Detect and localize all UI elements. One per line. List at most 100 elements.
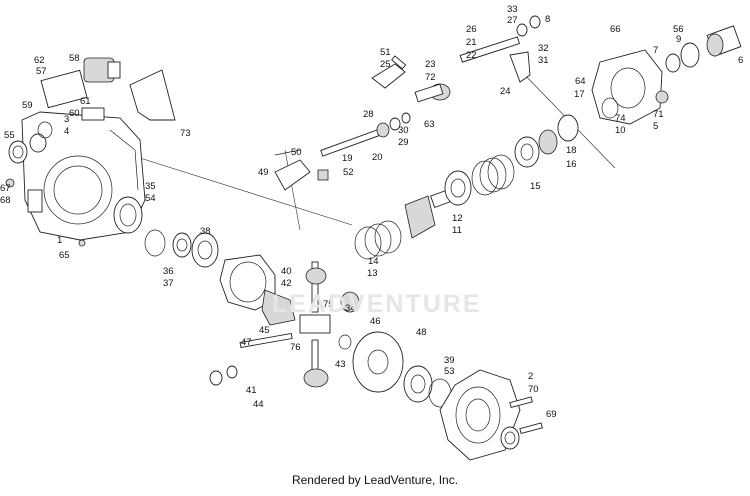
- callout-40: 40: [281, 266, 292, 277]
- callout-1: 1: [57, 235, 62, 246]
- callout-47: 47: [241, 337, 252, 348]
- callout-8: 8: [545, 14, 550, 25]
- callout-52: 52: [343, 167, 354, 178]
- callout-32: 32: [538, 43, 549, 54]
- callout-63: 63: [424, 119, 435, 130]
- callout-61: 61: [80, 96, 91, 107]
- rings-13-14: [354, 220, 402, 260]
- callout-25: 25: [380, 59, 391, 70]
- callout-labels: 1 2 3 4 5 6 7 8 9 10 11 12 13 14 15 16 1…: [0, 4, 743, 420]
- callout-30: 30: [398, 125, 409, 136]
- callout-5: 5: [653, 121, 658, 132]
- callout-36: 36: [163, 266, 174, 277]
- callout-62: 62: [34, 55, 45, 66]
- callout-6: 6: [738, 55, 743, 66]
- callout-27: 27: [507, 15, 518, 26]
- callout-56: 56: [673, 24, 684, 35]
- callout-37: 37: [163, 278, 174, 289]
- callout-59: 59: [22, 100, 33, 111]
- callout-65: 65: [59, 250, 70, 261]
- callout-11: 11: [452, 225, 462, 236]
- shim-stack-13: [471, 154, 515, 196]
- callout-12: 12: [452, 213, 463, 224]
- callout-68: 68: [0, 195, 11, 206]
- shift-rod: [414, 15, 541, 103]
- bearing-36: [172, 232, 192, 258]
- callout-24: 24: [500, 86, 511, 97]
- housing-right: [439, 369, 543, 461]
- callout-70: 70: [528, 384, 539, 395]
- gear-18: [557, 114, 579, 142]
- seal-55-right: [500, 426, 520, 450]
- callout-39: 39: [444, 355, 455, 366]
- callout-67: 67: [0, 183, 11, 194]
- callout-57: 57: [36, 66, 47, 77]
- callout-58: 58: [69, 53, 80, 64]
- plug-71: [655, 90, 669, 104]
- callout-17: 17: [574, 89, 585, 100]
- watermark-text: LEADVENTURE: [272, 290, 482, 318]
- callout-7: 7: [653, 45, 658, 56]
- callout-19: 19: [342, 153, 353, 164]
- clip-56: [665, 53, 681, 73]
- callout-29: 29: [398, 137, 409, 148]
- callout-75: 75: [323, 299, 334, 310]
- callout-48: 48: [416, 327, 427, 338]
- callout-22: 22: [466, 50, 477, 61]
- callout-38: 38: [200, 226, 211, 237]
- callout-16: 16: [566, 159, 577, 170]
- callout-26: 26: [466, 24, 477, 35]
- callout-60: 60: [69, 108, 80, 119]
- oring-54: [144, 229, 166, 257]
- ring-gear: [352, 331, 404, 393]
- callout-50: 50: [291, 147, 302, 158]
- callout-71: 71: [653, 109, 664, 120]
- callout-45: 45: [259, 325, 270, 336]
- callout-51: 51: [380, 47, 391, 58]
- callout-3: 3: [64, 114, 69, 125]
- callout-2: 2: [528, 371, 533, 382]
- callout-15: 15: [530, 181, 541, 192]
- callout-21: 21: [466, 37, 477, 48]
- shift-fork-25: [371, 55, 407, 89]
- callout-23: 23: [425, 59, 436, 70]
- callout-34: 34: [345, 303, 356, 314]
- callout-35: 35: [145, 181, 156, 192]
- bearing-39: [403, 365, 433, 403]
- shift-shaft-19: [320, 112, 411, 157]
- bearing-35: [113, 196, 143, 234]
- seal-9: [680, 42, 700, 68]
- callout-4: 4: [64, 126, 69, 137]
- callout-41: 41: [246, 385, 257, 396]
- spider-gears: [209, 261, 360, 388]
- bearing-12: [444, 170, 472, 206]
- callout-33: 33: [507, 4, 518, 15]
- callout-73: 73: [180, 128, 191, 139]
- callout-44: 44: [253, 399, 264, 410]
- callout-9: 9: [676, 34, 681, 45]
- callout-18: 18: [566, 145, 577, 156]
- callout-20: 20: [372, 152, 383, 163]
- fork-49: [274, 149, 329, 191]
- left-seal: [5, 121, 53, 188]
- callout-49: 49: [258, 167, 269, 178]
- callout-42: 42: [281, 278, 292, 289]
- callout-43: 43: [335, 359, 346, 370]
- callout-76: 76: [290, 342, 301, 353]
- actuator: [40, 57, 176, 121]
- output-housing: [591, 49, 663, 125]
- differential-case: [219, 254, 296, 326]
- callout-72: 72: [425, 72, 436, 83]
- callout-74: 74: [615, 113, 626, 124]
- footer-credit: Rendered by LeadVenture, Inc.: [291, 473, 459, 487]
- callout-54: 54: [145, 193, 156, 204]
- callout-53: 53: [444, 366, 455, 377]
- bearing-12-upper: [514, 136, 540, 168]
- callout-14: 14: [368, 256, 379, 267]
- callout-66: 66: [610, 24, 621, 35]
- callout-69: 69: [546, 409, 557, 420]
- bearing-38: [191, 232, 219, 268]
- nut-16: [538, 129, 558, 155]
